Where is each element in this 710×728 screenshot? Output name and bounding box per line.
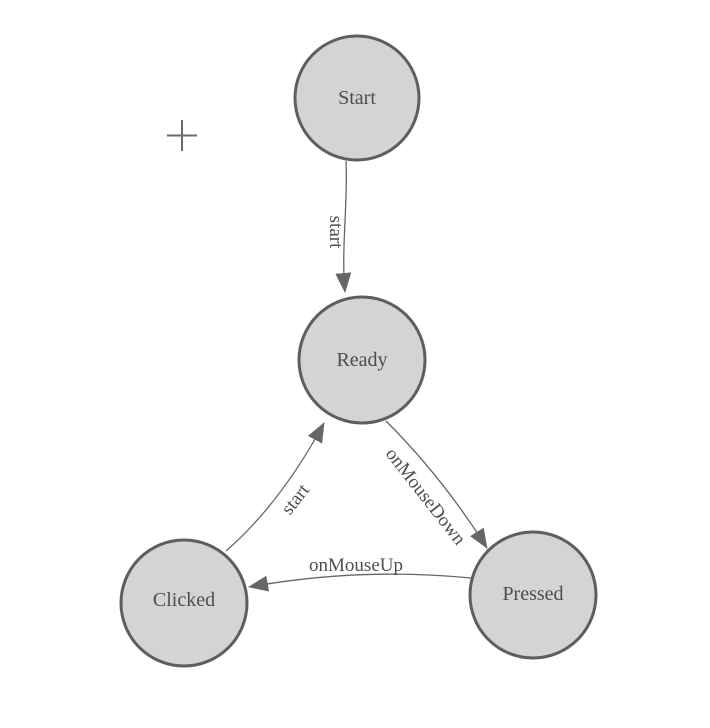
edge-clicked-to-ready-path[interactable] [225, 422, 325, 552]
node-pressed-label: Pressed [502, 583, 563, 605]
edge-clicked-to-ready-label: start [277, 480, 314, 519]
edge-pressed-to-clicked[interactable]: onMouseUp [248, 555, 472, 592]
edge-clicked-to-ready[interactable]: start [225, 422, 325, 552]
edge-pressed-to-clicked-path[interactable] [248, 573, 472, 592]
node-ready[interactable]: Ready [297, 295, 427, 425]
node-clicked-circle[interactable] [119, 538, 249, 668]
edge-ready-to-pressed[interactable]: onMouseDown [381, 420, 488, 550]
node-start-circle[interactable] [293, 34, 421, 162]
node-pressed-circle[interactable] [468, 530, 598, 660]
edge-pressed-to-clicked-label: onMouseUp [309, 555, 403, 576]
node-start-label: Start [338, 87, 376, 109]
edge-start-to-ready-path[interactable] [335, 160, 352, 293]
edge-start-to-ready-label: start [325, 216, 346, 249]
crosshair-icon[interactable] [167, 120, 197, 151]
edge-start-to-ready[interactable]: start [325, 160, 352, 293]
node-clicked[interactable]: Clicked [119, 538, 249, 668]
node-ready-label: Ready [336, 349, 387, 371]
node-start[interactable]: Start [293, 34, 421, 162]
node-clicked-label: Clicked [153, 589, 215, 611]
edge-ready-to-pressed-path[interactable] [385, 420, 488, 549]
node-pressed[interactable]: Pressed [468, 530, 598, 660]
node-ready-circle[interactable] [297, 295, 427, 425]
edge-ready-to-pressed-label: onMouseDown [381, 444, 470, 550]
